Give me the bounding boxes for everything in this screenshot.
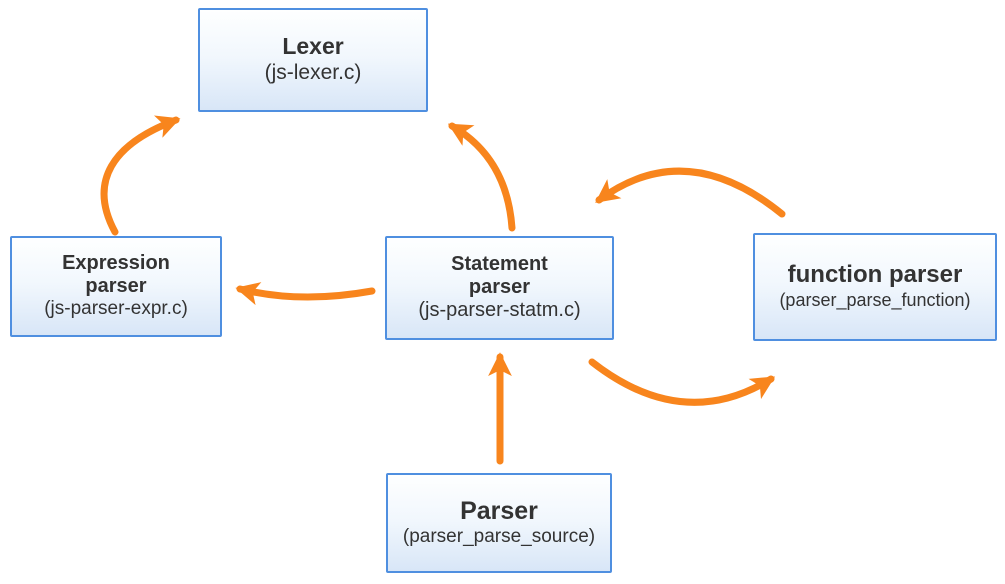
node-function-parser-subtitle: (parser_parse_function): [779, 290, 971, 311]
node-function-parser: function parser (parser_parse_function): [753, 233, 997, 341]
node-statement-parser-title: Statement parser: [451, 253, 548, 298]
node-expression-parser-title: Expression parser: [62, 252, 170, 297]
node-statement-parser: Statement parser (js-parser-statm.c): [385, 236, 614, 340]
edge-function-parser-to-statement-parser: [595, 167, 786, 218]
node-parser-subtitle: (parser_parse_source): [402, 526, 596, 548]
node-lexer: Lexer (js-lexer.c): [198, 8, 428, 112]
node-lexer-title: Lexer: [282, 33, 344, 59]
node-lexer-subtitle: (js-lexer.c): [264, 60, 362, 84]
node-statement-parser-subtitle: (js-parser-statm.c): [418, 298, 581, 321]
node-expression-parser: Expression parser (js-parser-expr.c): [10, 236, 222, 337]
node-expression-parser-subtitle: (js-parser-expr.c): [44, 298, 188, 320]
node-function-parser-title: function parser: [787, 261, 963, 289]
node-parser-title: Parser: [460, 497, 538, 526]
node-parser: Parser (parser_parse_source): [386, 473, 612, 573]
edge-statement-parser-to-expression-parser: [235, 282, 376, 306]
edge-statement-parser-to-function-parser: [588, 358, 776, 406]
edge-expression-parser-to-lexer: [100, 115, 181, 236]
edge-statement-parser-to-lexer: [447, 122, 516, 232]
